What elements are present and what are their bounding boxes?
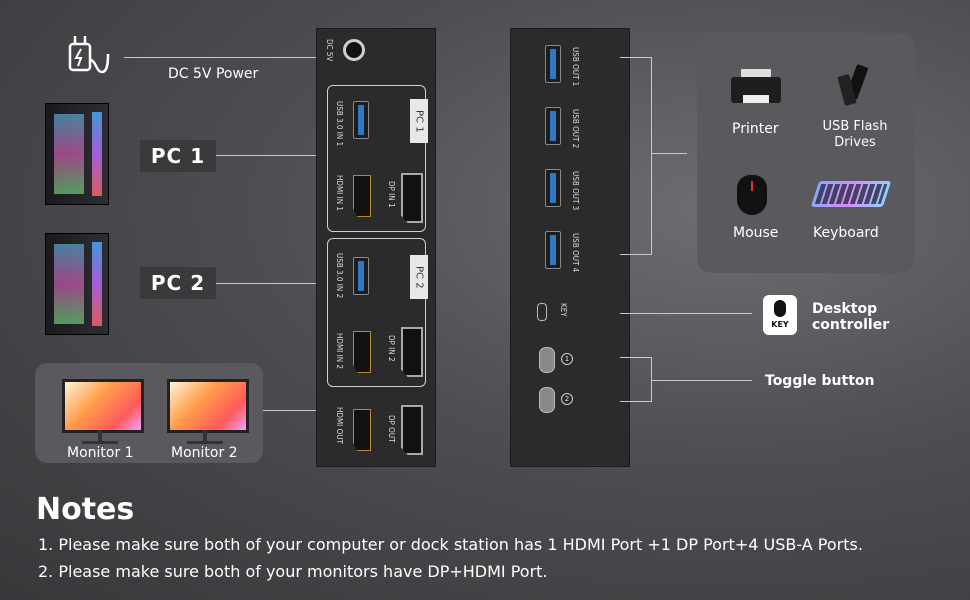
key-port: [537, 303, 547, 321]
usb-out4-label: USB OUT 4: [571, 233, 580, 273]
usb-in2-label: USB 3.0 IN 2: [335, 253, 344, 299]
mouse-image: [737, 175, 767, 215]
hdmi-in1-port: [353, 175, 371, 217]
pc2-port-group: [327, 238, 426, 387]
usb-out1-label: USB OUT 1: [571, 47, 580, 87]
notes-title: Notes: [36, 492, 135, 527]
usb-out3-port: [545, 169, 561, 207]
power-label: DC 5V Power: [168, 66, 259, 82]
hdmi-in2-port: [353, 331, 371, 373]
usb-flash-image: [835, 63, 875, 109]
pc2-badge: PC 2: [140, 267, 216, 299]
keyboard-image: [810, 181, 892, 207]
pc2-tower-image: [45, 233, 109, 335]
note-2: 2. Please make sure both of your monitor…: [38, 562, 548, 581]
usb-flash-label: USB Flash Drives: [822, 119, 888, 150]
toggle-button-1[interactable]: [539, 347, 555, 373]
key-controller-icon: KEY: [763, 295, 797, 335]
note-1: 1. Please make sure both of your compute…: [38, 535, 863, 554]
mouse-label: Mouse: [733, 225, 779, 241]
usb-in1-label: USB 3.0 IN 1: [335, 101, 344, 147]
monitor2-label: Monitor 2: [171, 445, 238, 461]
group1-tag: PC 1: [410, 99, 428, 143]
usb-out4-port: [545, 231, 561, 269]
usb-out1-port: [545, 45, 561, 83]
toggle1-number: 1: [561, 353, 573, 365]
dp-in2-port: [401, 327, 423, 377]
pc1-badge: PC 1: [140, 140, 216, 172]
printer-image: [731, 69, 781, 105]
dp-in2-label: DP IN 2: [387, 335, 396, 362]
toggle-button-2[interactable]: [539, 387, 555, 413]
hdmi-in2-label: HDMI IN 2: [335, 333, 344, 369]
key-badge-label: KEY: [771, 320, 789, 329]
group2-tag: PC 2: [410, 255, 428, 299]
usb-out3-label: USB OUT 3: [571, 171, 580, 211]
usb-out2-label: USB OUT 2: [571, 109, 580, 149]
monitor2-image: [167, 379, 249, 433]
dc-label: DC 5V: [325, 39, 334, 62]
printer-label: Printer: [732, 121, 779, 137]
hdmi-in1-label: HDMI IN 1: [335, 175, 344, 211]
switch-back-panel: USB OUT 1 USB OUT 2 USB OUT 3 USB OUT 4 …: [510, 28, 630, 467]
toggle2-number: 2: [561, 393, 573, 405]
dp-out-port: [401, 405, 423, 455]
usb-in2-port: [353, 257, 369, 295]
pc1-tower-image: [45, 103, 109, 205]
toggle-button-label: Toggle button: [765, 373, 875, 389]
switch-front-panel: DC 5V PC 1 USB 3.0 IN 1 HDMI IN 1 DP IN …: [316, 28, 436, 467]
power-icon: [66, 30, 112, 76]
usb-out2-port: [545, 107, 561, 145]
desktop-controller-label: Desktop controller: [812, 301, 890, 333]
monitors-box: Monitor 1 Monitor 2: [35, 363, 263, 463]
monitor1-image: [62, 379, 144, 433]
monitor1-label: Monitor 1: [67, 445, 134, 461]
keyboard-label: Keyboard: [813, 225, 879, 241]
pc1-port-group: [327, 85, 426, 232]
hdmi-out-label: HDMI OUT: [335, 407, 344, 444]
dp-out-label: DP OUT: [387, 415, 396, 443]
usb-in1-port: [353, 101, 369, 139]
dc-port: [343, 39, 365, 61]
key-label: KEY: [559, 303, 568, 317]
usb-devices-box: Printer USB Flash Drives Mouse Keyboard: [697, 33, 915, 273]
dp-in1-label: DP IN 1: [387, 181, 396, 208]
hdmi-out-port: [353, 409, 371, 451]
dp-in1-port: [401, 173, 423, 223]
